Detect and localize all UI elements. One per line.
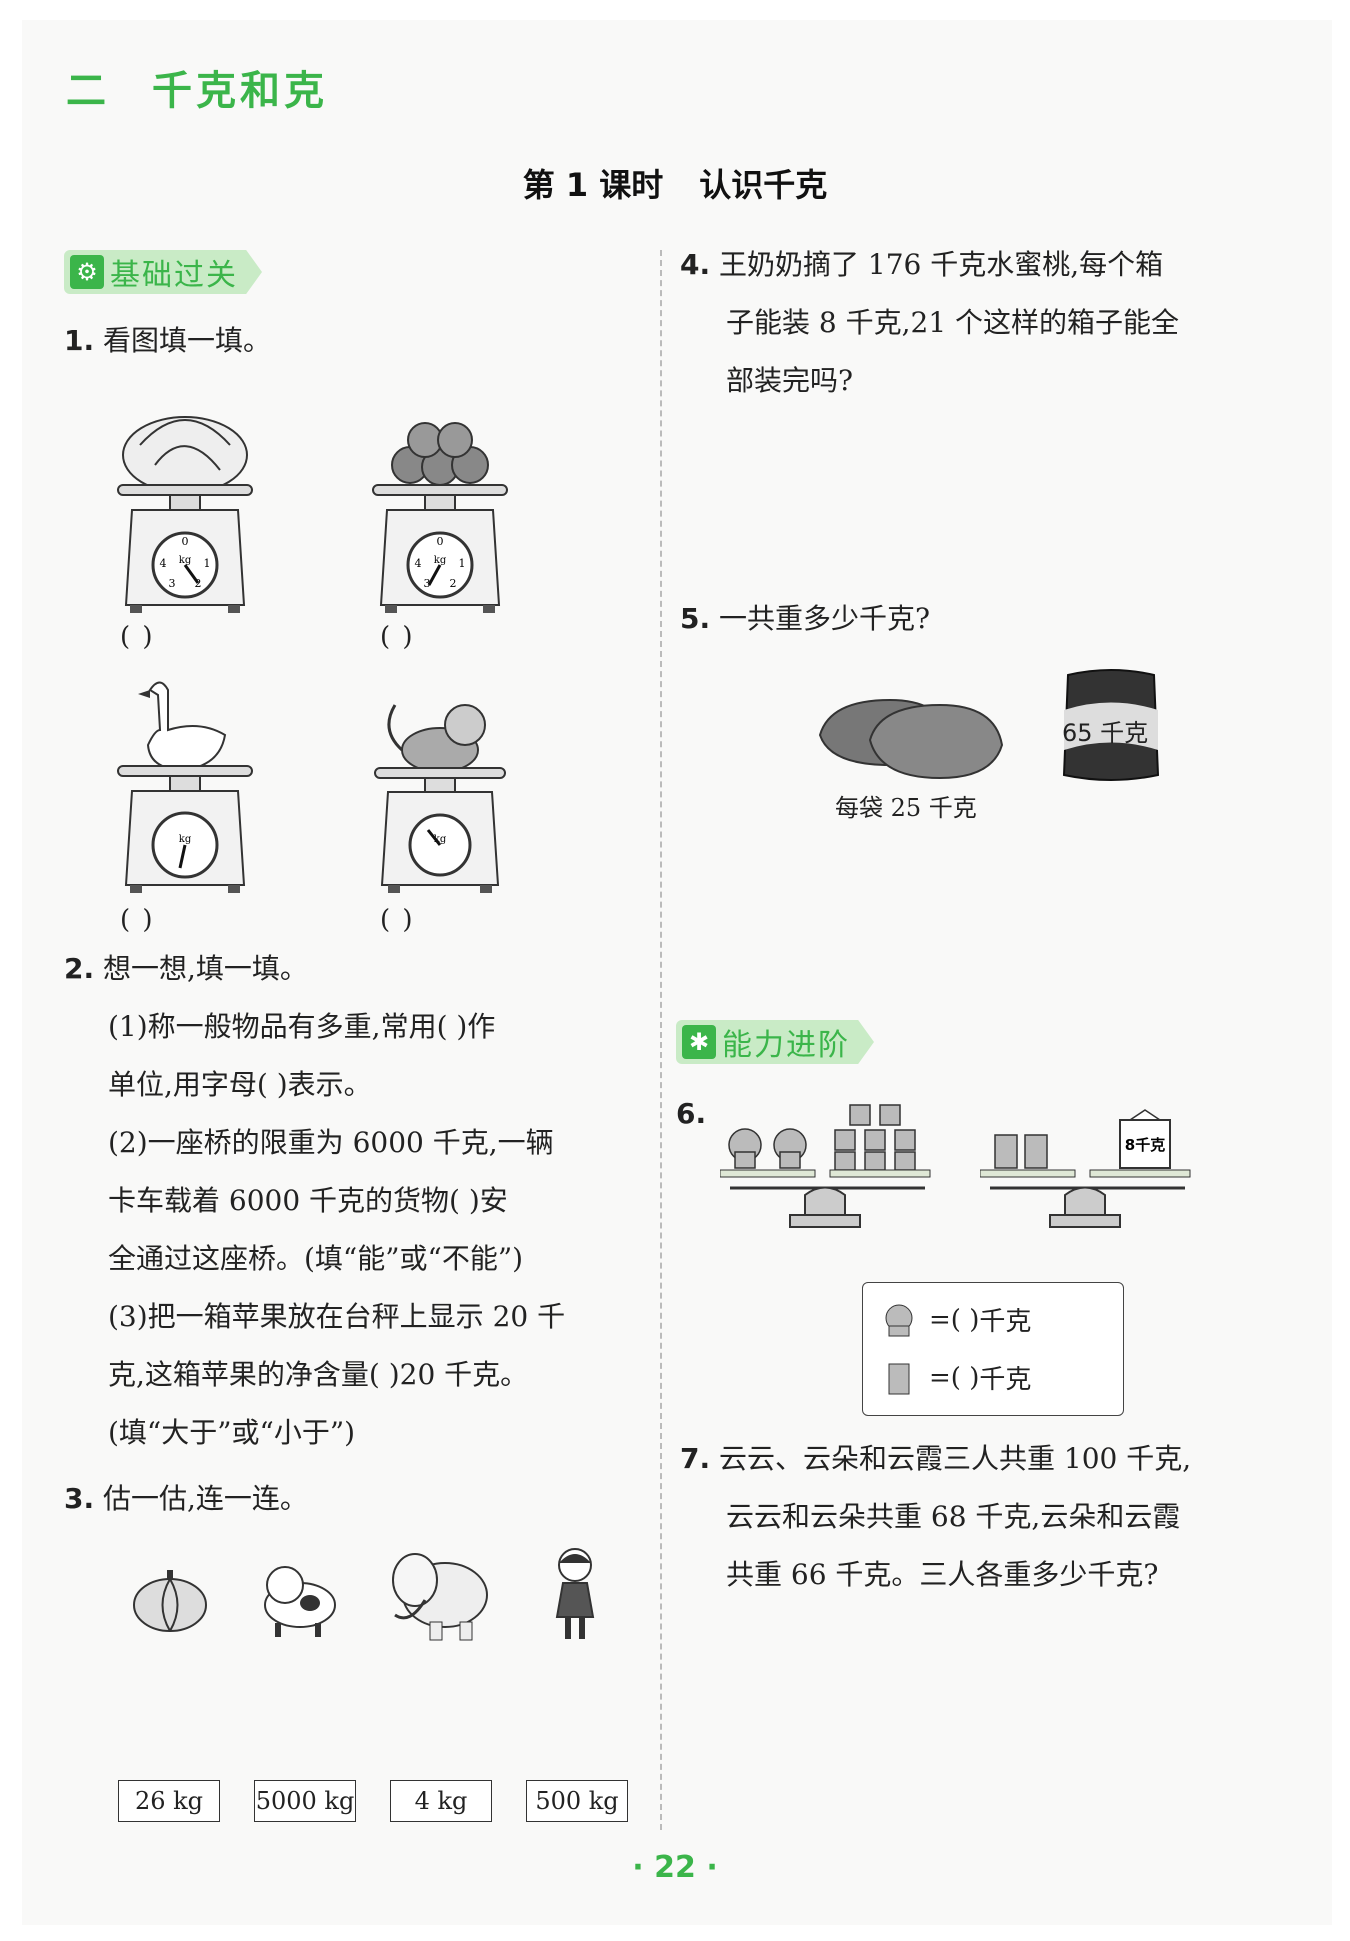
q3-prompt: 3. 估一估,连一连。 <box>64 1470 308 1528</box>
dial-mark: 3 <box>169 577 176 590</box>
q7-number: 7. <box>680 1442 711 1475</box>
sack-label: 65 千克 <box>1062 719 1149 747</box>
dial-mark: 1 <box>204 557 211 570</box>
scale-apples-illustration: 0 1 2 3 4 kg <box>372 422 508 613</box>
q2-line: 单位,用字母( )表示。 <box>108 1068 372 1101</box>
q7-line: 云云、云朵和云霞三人共重 100 千克, <box>719 1442 1192 1475</box>
q5-number: 5. <box>680 602 711 635</box>
dial-mark: 4 <box>415 557 422 570</box>
q2-number: 2. <box>64 952 95 985</box>
running-person-icon: ✱ <box>682 1025 716 1059</box>
calf-illustration <box>264 1566 336 1637</box>
q2-line: 克,这箱苹果的净含量( )20 千克。 <box>108 1358 529 1391</box>
q1-blank-2[interactable]: ( ) <box>380 622 415 652</box>
page-background <box>22 20 1332 1925</box>
q2-line: (1)称一般物品有多重,常用( )作 <box>108 1010 496 1043</box>
q4-line: 王奶奶摘了 176 千克水蜜桃,每个箱 <box>719 248 1164 281</box>
section-tag-advanced: ✱ 能力进阶 <box>676 1020 874 1064</box>
page-number: · 22 · <box>632 1850 718 1885</box>
dial-mark: 3 <box>424 577 431 590</box>
balance-cats-weight: 8千克 <box>980 1109 1191 1228</box>
q3-option-500kg[interactable]: 500 kg <box>526 1780 628 1822</box>
gear-icon: ⚙ <box>70 255 104 289</box>
q4-number: 4. <box>680 248 711 281</box>
lesson-number: 第 1 课时 <box>522 166 664 204</box>
elephant-illustration <box>392 1553 488 1641</box>
dial-mark: 1 <box>459 557 466 570</box>
q1-prompt: 1. 看图填一填。 <box>64 312 271 370</box>
q1-blank-1[interactable]: ( ) <box>120 622 155 652</box>
q7-body: 7. 云云、云朵和云霞三人共重 100 千克, 云云和云朵共重 68 千克,云朵… <box>680 1430 1300 1604</box>
scale-cabbage-illustration: 0 1 2 3 4 kg <box>117 416 253 613</box>
lesson-title: 第 1 课时认识千克 <box>0 160 1350 206</box>
q7-line: 云云和云朵共重 68 千克,云朵和云霞 <box>726 1500 1181 1533</box>
section-tag-basic: ⚙ 基础过关 <box>64 250 262 294</box>
q6-dog-equation: =( )千克 <box>879 1301 1031 1338</box>
q2-text: 想一想,填一填。 <box>103 952 308 985</box>
unit-number: 二 <box>66 68 110 114</box>
q2-line: (2)一座桥的限重为 6000 千克,一辆 <box>108 1126 554 1159</box>
q1-number: 1. <box>64 324 95 357</box>
unit-title: 二千克和克 <box>66 58 328 116</box>
q2-line: (填“大于”或“小于”) <box>108 1416 356 1449</box>
scale-cat-illustration: kg <box>374 704 506 893</box>
q1-text: 看图填一填。 <box>103 324 272 357</box>
q2-line: (3)把一箱苹果放在台秤上显示 20 千 <box>108 1300 566 1333</box>
q6-eq-sign[interactable]: =( ) <box>929 1304 980 1335</box>
rice-bags-illustration <box>818 698 1004 780</box>
section-tag-basic-label: 基础过关 <box>110 258 238 293</box>
balance-dogs-cats <box>720 1104 931 1228</box>
q2-prompt: 2. 想一想,填一填。 <box>64 940 308 998</box>
dial-unit: kg <box>179 834 192 845</box>
q4-body: 4. 王奶奶摘了 176 千克水蜜桃,每个箱 子能装 8 千克,21 个这样的箱… <box>680 236 1280 410</box>
q6-number: 6. <box>676 1097 707 1130</box>
girl-illustration <box>555 1548 595 1639</box>
section-tag-advanced-label: 能力进阶 <box>722 1028 850 1063</box>
q2-line: 全通过这座桥。(填“能”或“不能”) <box>108 1242 524 1275</box>
q6-answer-box: =( )千克 =( )千克 <box>862 1282 1124 1416</box>
sack-illustration <box>1062 669 1160 781</box>
dial-mark: 2 <box>195 577 202 590</box>
lesson-name: 认识千克 <box>699 166 828 204</box>
q3-option-5000kg[interactable]: 5000 kg <box>254 1780 356 1822</box>
dial-mark: 2 <box>450 577 457 590</box>
q6-cat-equation: =( )千克 <box>879 1359 1031 1396</box>
dial-unit: kg <box>434 834 447 845</box>
q1-blank-3[interactable]: ( ) <box>120 905 155 935</box>
unit-name: 千克和克 <box>152 68 328 114</box>
dial-mark: 0 <box>182 535 189 548</box>
dial-mark: 0 <box>437 535 444 548</box>
q6-eq-unit: 千克 <box>979 1365 1032 1395</box>
q3-option-4kg[interactable]: 4 kg <box>390 1780 492 1822</box>
q3-option-26kg[interactable]: 26 kg <box>118 1780 220 1822</box>
q2-body: (1)称一般物品有多重,常用( )作 单位,用字母( )表示。 (2)一座桥的限… <box>108 998 648 1462</box>
q4-line: 子能装 8 千克,21 个这样的箱子能全 <box>726 306 1180 339</box>
pumpkin-illustration <box>133 1570 207 1632</box>
rice-bag-label: 每袋 25 千克 <box>835 794 977 822</box>
scale-goose-illustration: kg <box>117 681 253 893</box>
dial-unit: kg <box>434 555 447 566</box>
weight-label: 8千克 <box>1125 1136 1165 1154</box>
cat-icon <box>888 1363 910 1394</box>
dog-icon <box>885 1304 913 1336</box>
q3-text: 估一估,连一连。 <box>103 1482 308 1515</box>
dial-unit: kg <box>179 555 192 566</box>
q6-eq-sign[interactable]: =( ) <box>929 1362 980 1393</box>
dial-mark: 4 <box>160 557 167 570</box>
q5-prompt: 5. 一共重多少千克? <box>680 590 930 648</box>
q6-eq-unit: 千克 <box>979 1307 1032 1337</box>
q2-line: 卡车载着 6000 千克的货物( )安 <box>108 1184 508 1217</box>
q1-blank-4[interactable]: ( ) <box>380 905 415 935</box>
q5-text: 一共重多少千克? <box>719 602 931 635</box>
column-divider <box>660 250 662 1830</box>
q4-line: 部装完吗? <box>726 364 854 397</box>
q3-number: 3. <box>64 1482 95 1515</box>
q7-line: 共重 66 千克。三人各重多少千克? <box>726 1558 1159 1591</box>
